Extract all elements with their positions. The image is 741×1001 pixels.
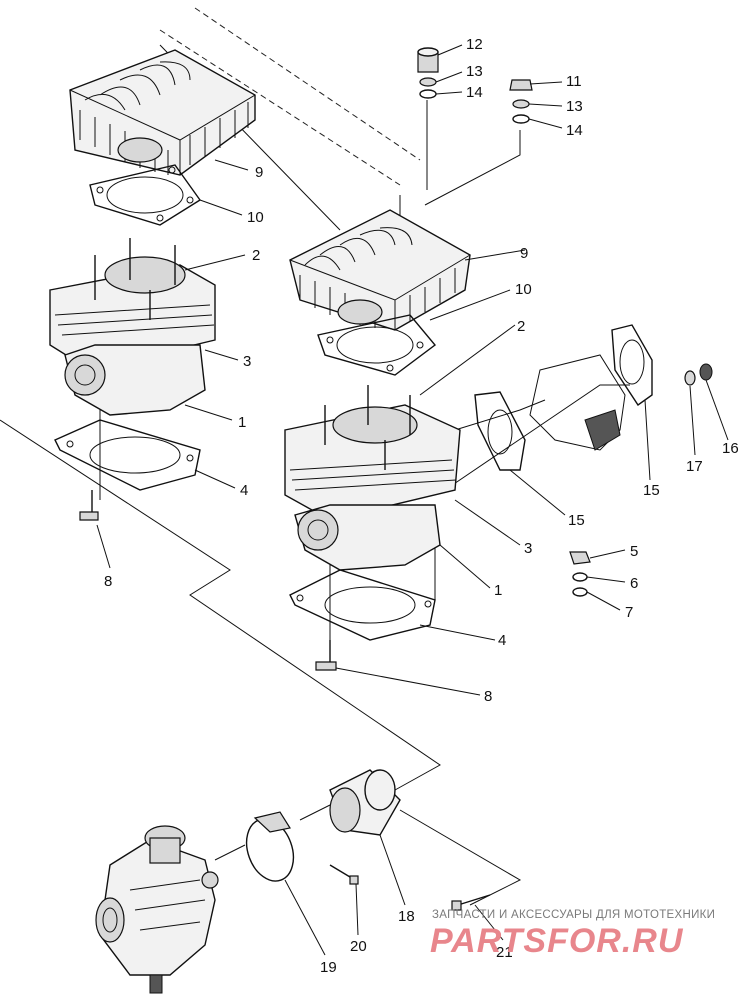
callout-20: 20 <box>350 938 367 955</box>
callout-labels: 12 13 14 11 13 14 9 10 2 3 1 4 8 9 10 2 … <box>104 36 739 976</box>
callout-10: 10 <box>515 281 532 298</box>
intake-boot-18 <box>329 769 401 836</box>
nut-5-stack <box>569 551 591 597</box>
nut-12-stack <box>417 47 439 99</box>
cylinder-front <box>284 385 461 571</box>
callout-1: 1 <box>238 414 246 431</box>
callout-15: 15 <box>643 482 660 499</box>
clamp-19 <box>245 811 295 882</box>
head-gasket-rear <box>89 164 202 226</box>
callout-10: 10 <box>247 209 264 226</box>
callout-8: 8 <box>104 573 112 590</box>
nut-11-stack <box>509 79 533 124</box>
callout-12: 12 <box>466 36 483 53</box>
cylinder-head-rear <box>69 49 256 176</box>
callout-13: 13 <box>466 63 483 80</box>
callout-4: 4 <box>498 632 506 649</box>
callout-8: 8 <box>484 688 492 705</box>
cylinder-rear <box>49 238 216 416</box>
callout-4: 4 <box>240 482 248 499</box>
stud-rear <box>79 490 99 521</box>
callout-13: 13 <box>566 98 583 115</box>
bolt-21 <box>451 894 491 911</box>
base-gasket-rear <box>54 419 201 491</box>
callout-7: 7 <box>625 604 633 621</box>
base-gasket-front <box>289 569 436 641</box>
callout-3: 3 <box>524 540 532 557</box>
callout-15: 15 <box>568 512 585 529</box>
watermark: ЗАПЧАСТИ И АКСЕССУАРЫ ДЛЯ МОТОТЕХНИКИ PA… <box>430 909 715 960</box>
callout-18: 18 <box>398 908 415 925</box>
callout-11: 11 <box>566 73 582 90</box>
callout-14: 14 <box>466 84 483 101</box>
intake-manifold <box>529 354 626 451</box>
stud-front <box>315 640 337 671</box>
callout-9: 9 <box>520 245 528 262</box>
bolt-20 <box>329 864 359 885</box>
callout-21: 21 <box>496 944 513 961</box>
watermark-caption: ЗАПЧАСТИ И АКСЕССУАРЫ ДЛЯ МОТОТЕХНИКИ <box>432 909 715 921</box>
callout-6: 6 <box>630 575 638 592</box>
callout-3: 3 <box>243 353 251 370</box>
leader-lines <box>96 44 729 956</box>
callout-17: 17 <box>686 458 703 475</box>
intake-gasket-15a <box>474 391 526 471</box>
head-gasket-front <box>317 314 437 376</box>
intake-gasket-15b <box>611 324 653 406</box>
cylinder-head-front <box>289 209 471 331</box>
callout-2: 2 <box>252 247 260 264</box>
carburetor <box>95 825 219 994</box>
callout-16: 16 <box>722 440 739 457</box>
callout-5: 5 <box>630 543 638 560</box>
callout-14: 14 <box>566 122 583 139</box>
callout-1: 1 <box>494 582 502 599</box>
callout-9: 9 <box>255 164 263 181</box>
watermark-logo: PARTSFOR.RU <box>430 922 684 960</box>
nut-16-washer-17 <box>684 363 713 386</box>
callout-19: 19 <box>320 959 337 976</box>
callout-2: 2 <box>517 318 525 335</box>
